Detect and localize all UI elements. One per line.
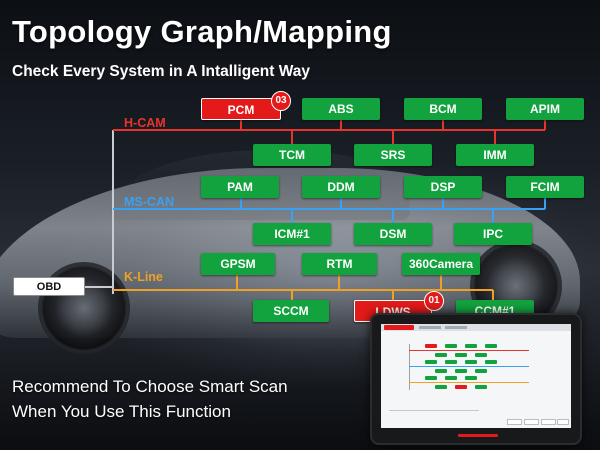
- module-dsm[interactable]: DSM: [354, 223, 432, 245]
- tablet-mini-node: [435, 353, 447, 357]
- obd-connector[interactable]: OBD: [13, 277, 85, 296]
- tablet-mini-trunk: [409, 344, 410, 390]
- tablet-tab: [419, 326, 441, 329]
- module-abs[interactable]: ABS: [302, 98, 380, 120]
- module-gpsm[interactable]: GPSM: [201, 253, 275, 275]
- page-title: Topology Graph/Mapping: [12, 14, 392, 49]
- tablet-mini-node: [455, 369, 467, 373]
- recommend-text-line1: Recommend To Choose Smart Scan: [12, 377, 288, 396]
- tablet-button: [557, 419, 569, 425]
- tablet-mini-node: [445, 344, 457, 348]
- page-subtitle: Check Every System in A Intalligent Way: [12, 63, 311, 80]
- module-icm1[interactable]: ICM#1: [253, 223, 331, 245]
- mscan-bus-line: [113, 198, 546, 223]
- tablet-tab-bar: [381, 324, 571, 331]
- tablet-mini-node: [475, 369, 487, 373]
- module-srs[interactable]: SRS: [354, 144, 432, 166]
- recommend-text-line2: When You Use This Function: [12, 402, 231, 421]
- tablet-mini-node: [485, 344, 497, 348]
- tablet-button: [541, 419, 556, 425]
- kline-bus-line: [113, 275, 494, 300]
- tablet-button: [524, 419, 539, 425]
- bus-label-kline: K-Line: [124, 270, 163, 284]
- pcm-badge: 03: [271, 91, 291, 111]
- module-sccm[interactable]: SCCM: [253, 300, 329, 322]
- module-apim[interactable]: APIM: [506, 98, 584, 120]
- module-bcm[interactable]: BCM: [404, 98, 482, 120]
- obd-trunk: [85, 130, 114, 294]
- module-pam[interactable]: PAM: [201, 176, 279, 198]
- tablet-mini-node: [455, 385, 467, 389]
- module-rtm[interactable]: RTM: [302, 253, 377, 275]
- tablet-mini-node: [425, 360, 437, 364]
- tablet-mini-node: [435, 369, 447, 373]
- tablet-mini-bus: [409, 350, 529, 351]
- tablet-tab-active: [384, 325, 414, 330]
- tablet-screen: [381, 324, 571, 428]
- tablet-status-line: [389, 410, 479, 411]
- tablet-mini-node: [425, 376, 437, 380]
- module-ddm[interactable]: DDM: [302, 176, 380, 198]
- tablet-mini-node: [465, 376, 477, 380]
- module-tcm[interactable]: TCM: [253, 144, 331, 166]
- tablet-mini-node: [465, 344, 477, 348]
- scan-tablet-device: [370, 313, 582, 445]
- tablet-mini-node: [445, 360, 457, 364]
- tablet-mini-node: [465, 360, 477, 364]
- module-imm[interactable]: IMM: [456, 144, 534, 166]
- hcam-bus-line: [113, 120, 546, 144]
- device-brand-logo-icon: [458, 434, 498, 437]
- bus-label-hcam: H-CAM: [124, 116, 166, 130]
- tablet-mini-bus: [409, 382, 529, 383]
- module-pcm[interactable]: PCM: [201, 98, 281, 120]
- module-ipc[interactable]: IPC: [454, 223, 532, 245]
- tablet-button: [507, 419, 522, 425]
- tablet-mini-node: [455, 353, 467, 357]
- tablet-mini-node: [475, 385, 487, 389]
- module-fcim[interactable]: FCIM: [506, 176, 584, 198]
- module-dsp[interactable]: DSP: [404, 176, 482, 198]
- tablet-mini-node: [425, 344, 437, 348]
- module-360camera[interactable]: 360Camera: [402, 253, 480, 275]
- bus-label-mscan: MS-CAN: [124, 195, 174, 209]
- tablet-mini-node: [485, 360, 497, 364]
- tablet-mini-node: [475, 353, 487, 357]
- tablet-mini-node: [435, 385, 447, 389]
- tablet-mini-node: [445, 376, 457, 380]
- tablet-mini-bus: [409, 366, 529, 367]
- ldws-badge: 01: [424, 291, 444, 311]
- tablet-tab: [445, 326, 467, 329]
